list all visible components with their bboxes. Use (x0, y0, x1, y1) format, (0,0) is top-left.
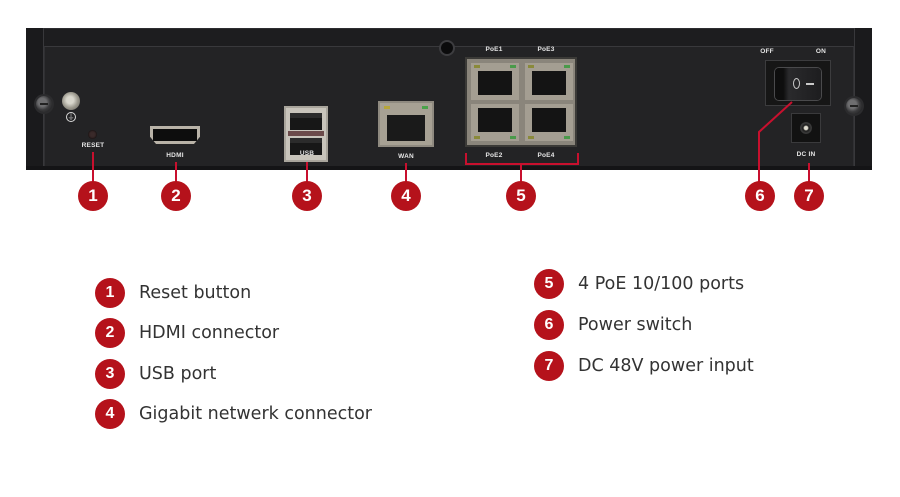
top-screw-hole-icon (441, 42, 453, 54)
poe4-led-activity (564, 136, 570, 139)
mounting-screw-left-icon (36, 96, 52, 112)
callout-3: 3 (292, 181, 322, 211)
poe4-port[interactable] (525, 104, 573, 141)
legend-label-5: 4 PoE 10/100 ports (578, 274, 745, 294)
poe1-label: PoE1 (485, 46, 503, 53)
poe3-port[interactable] (525, 63, 573, 100)
poe-bracket-left (465, 153, 467, 164)
usb-port[interactable] (284, 106, 328, 162)
poe3-jack (532, 71, 566, 95)
power-rocker[interactable] (775, 68, 821, 100)
poe2-label: PoE2 (485, 152, 503, 159)
leader-line-5 (520, 163, 522, 182)
wan-led-activity (422, 106, 428, 109)
legend-item-1: 1 Reset button (95, 278, 251, 308)
wan-led-link (384, 106, 390, 109)
poe-bracket-bottom (465, 163, 579, 165)
leader-line-2 (175, 162, 177, 182)
poe1-jack (478, 71, 512, 95)
poe1-port[interactable] (471, 63, 519, 100)
callout-2: 2 (161, 181, 191, 211)
mounting-screw-right-icon (846, 98, 862, 114)
leader-line-1 (92, 152, 94, 182)
callout-6: 6 (745, 181, 775, 211)
usb-slot-top[interactable] (290, 113, 322, 130)
legend-label-4: Gigabit netwerk connector (139, 404, 373, 424)
poe2-led-link (474, 136, 480, 139)
callout-5: 5 (506, 181, 536, 211)
device-rear-panel: ⏚ RESET HDMI USB WAN PoE1 PoE3 (26, 28, 872, 170)
legend-label-7: DC 48V power input (578, 356, 754, 376)
reset-button[interactable] (88, 130, 97, 139)
switch-off-label: OFF (760, 48, 774, 55)
hdmi-port[interactable] (150, 126, 200, 144)
poe2-led-activity (510, 136, 516, 139)
legend-badge-2: 2 (95, 318, 125, 348)
legend-item-5: 5 4 PoE 10/100 ports (534, 269, 744, 299)
wan-label: WAN (398, 153, 414, 160)
ground-screw-icon (62, 92, 80, 110)
legend-badge-7: 7 (534, 351, 564, 381)
legend-badge-3: 3 (95, 359, 125, 389)
poe-bracket-right (577, 153, 579, 164)
wan-jack (387, 115, 425, 141)
legend-item-7: 7 DC 48V power input (534, 351, 754, 381)
switch-on-label: ON (815, 48, 827, 55)
usb-label: USB (299, 150, 315, 157)
legend-label-6: Power switch (578, 315, 693, 335)
legend-badge-5: 5 (534, 269, 564, 299)
poe1-led-link (474, 65, 480, 68)
legend-badge-1: 1 (95, 278, 125, 308)
leader-line-3 (306, 162, 308, 182)
legend-item-4: 4 Gigabit netwerk connector (95, 399, 372, 429)
power-switch[interactable] (765, 60, 831, 106)
off-symbol-icon (793, 78, 800, 89)
dc-in-label: DC IN (796, 151, 816, 158)
reset-label: RESET (81, 142, 105, 149)
hdmi-label: HDMI (166, 152, 184, 159)
legend-label-1: Reset button (139, 283, 252, 303)
callout-4: 4 (391, 181, 421, 211)
callout-1: 1 (78, 181, 108, 211)
panel-face (44, 46, 854, 166)
usb-divider (288, 131, 324, 136)
usb-slot-bottom[interactable] (290, 138, 322, 155)
poe2-jack (478, 108, 512, 132)
leader-line-4 (405, 163, 407, 182)
legend-badge-6: 6 (534, 310, 564, 340)
poe3-led-link (528, 65, 534, 68)
poe3-led-activity (564, 65, 570, 68)
poe-port-block (465, 57, 577, 147)
legend-item-2: 2 HDMI connector (95, 318, 279, 348)
legend-item-6: 6 Power switch (534, 310, 692, 340)
leader-line-6 (758, 101, 793, 182)
legend-badge-4: 4 (95, 399, 125, 429)
poe4-jack (532, 108, 566, 132)
legend-label-2: HDMI connector (139, 323, 280, 343)
poe4-led-link (528, 136, 534, 139)
panel-bottom-edge (26, 166, 872, 170)
callout-7: 7 (794, 181, 824, 211)
poe2-port[interactable] (471, 104, 519, 141)
leader-line-6-path (758, 101, 793, 182)
dc-in-jack[interactable] (791, 113, 821, 143)
legend-item-3: 3 USB port (95, 359, 216, 389)
wan-port[interactable] (378, 101, 434, 147)
leader-line-7 (808, 163, 810, 182)
ground-symbol-icon: ⏚ (66, 112, 76, 122)
poe1-led-activity (510, 65, 516, 68)
legend-label-3: USB port (139, 364, 217, 384)
poe3-label: PoE3 (537, 46, 555, 53)
poe4-label: PoE4 (537, 152, 555, 159)
on-symbol-icon (806, 83, 814, 85)
